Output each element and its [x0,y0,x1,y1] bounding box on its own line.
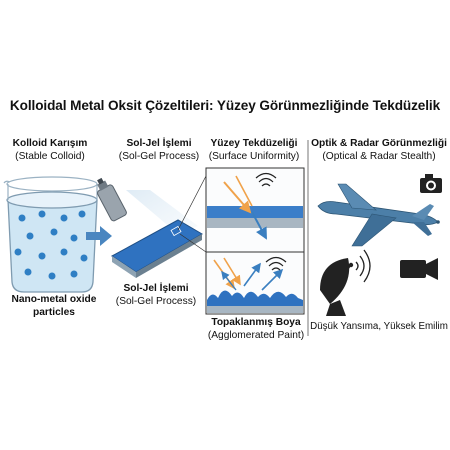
zoom-lines [177,175,207,253]
colloid-header: Kolloid Karışım (Stable Colloid) [4,137,96,163]
radio-waves-icon [265,256,287,271]
diagram-title: Kolloidal Metal Oksit Çözeltileri: Yüzey… [9,98,441,113]
solgel-caption-subtitle: (Sol-Gel Process) [115,296,197,307]
camera-icon [420,174,442,193]
colloid-subtitle: (Stable Colloid) [15,151,85,162]
radio-waves-icon [255,172,277,187]
agglomerated-subtitle: (Agglomerated Paint) [207,330,305,341]
agglomerated-title: Topaklanmış Boya [211,317,301,328]
beaker-icon [3,176,98,293]
process-arrow [86,226,112,246]
uniformity-title: Yüzey Tekdüzeliği [210,138,298,149]
colloid-title: Kolloid Karışım [12,138,88,149]
spray-can-icon [97,177,127,222]
drone-icon [317,183,440,247]
stealth-caption: Düşük Yansıma, Yüksek Emilim [310,321,448,332]
solgel-title: Sol-Jel İşlemi [126,138,192,149]
particles-label-line2: particles [33,307,75,318]
uniformity-subtitle: (Surface Uniformity) [208,151,300,162]
particles-label-line1: Nano-metal oxide [11,294,97,305]
satellite-dish-icon [320,249,371,316]
solgel-subtitle: (Sol-Gel Process) [118,151,200,162]
agglomerated-caption: Topaklanmış Boya (Agglomerated Paint) [204,316,308,342]
stealth-subtitle: (Optical & Radar Stealth) [322,151,436,162]
stealth-title: Optik & Radar Görünmezliği [311,138,447,149]
particles-label: Nano-metal oxide particles [0,293,108,319]
coated-panel-icon [111,219,203,278]
uniformity-header: Yüzey Tekdüzeliği (Surface Uniformity) [204,137,304,163]
solgel-caption: Sol-Jel İşlemi (Sol-Gel Process) [108,282,204,308]
agglomerated-box [205,251,305,315]
stealth-header: Optik & Radar Görünmezliği (Optical & Ra… [310,137,448,163]
nano-particles [14,210,88,280]
video-camera-icon [400,258,438,280]
solgel-caption-title: Sol-Jel İşlemi [123,283,189,294]
solgel-header: Sol-Jel İşlemi (Sol-Gel Process) [104,137,214,163]
uniform-surface-box [205,167,305,253]
